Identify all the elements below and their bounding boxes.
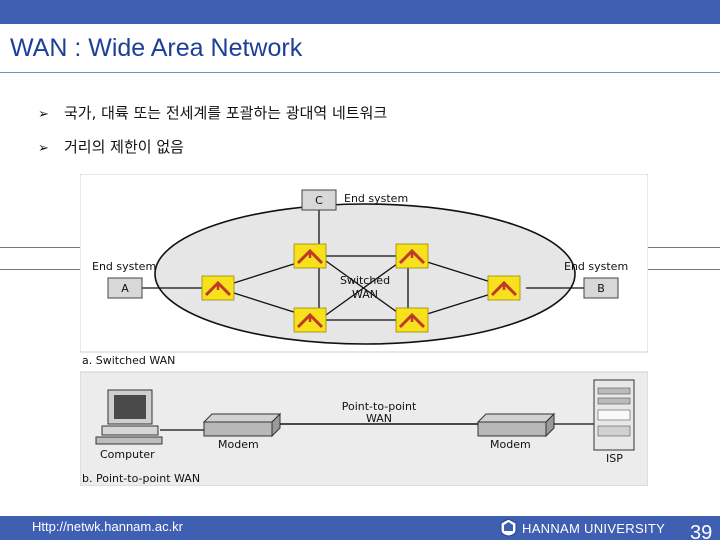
switched-caption: a. Switched WAN (82, 354, 175, 367)
bullet-item: ➢ 국가, 대륙 또는 전세계를 포괄하는 광대역 네트워크 (38, 102, 387, 123)
wan-diagram: C End system A End system B End system S… (79, 173, 649, 487)
bullet-arrow-icon: ➢ (38, 141, 49, 156)
footer-url: Http://netwk.hannam.ac.kr (32, 519, 184, 534)
page-number: 39 (690, 522, 713, 544)
switched-wan-label-1: Switched (340, 274, 390, 287)
isp-server-icon (593, 379, 635, 451)
wan-switch-icon (200, 274, 236, 302)
end-system-a (107, 277, 143, 299)
bullet-arrow-icon: ➢ (38, 107, 49, 122)
end-system-b (583, 277, 619, 299)
node-a-label: A (121, 282, 129, 295)
wan-switch-icon (394, 242, 430, 270)
bullet-item: ➢ 거리의 제한이 없음 (38, 136, 184, 157)
end-system-c (301, 189, 337, 211)
wan-figure: C End system A End system B End system S… (79, 173, 649, 487)
university-logo-icon (500, 518, 517, 537)
p2p-caption: b. Point-to-point WAN (82, 472, 200, 485)
slide-title: WAN : Wide Area Network (10, 34, 303, 62)
wan-switch-icon (292, 306, 328, 334)
modem-icon (476, 412, 556, 438)
title-divider (0, 72, 720, 73)
node-c-label: C (315, 194, 323, 207)
footer-bar (0, 516, 720, 540)
p2p-label-2: WAN (366, 412, 392, 425)
bullet-text: 거리의 제한이 없음 (64, 138, 184, 156)
p2p-panel (79, 371, 649, 487)
computer-label: Computer (100, 448, 155, 461)
wan-switch-icon (292, 242, 328, 270)
top-banner (0, 0, 720, 24)
wan-switch-icon (394, 306, 430, 334)
wan-ring (154, 203, 576, 345)
end-system-top-label: End system (344, 192, 408, 205)
end-system-right-label: End system (564, 260, 628, 273)
modem-right-label: Modem (490, 438, 531, 451)
switched-wan-label-2: WAN (352, 288, 378, 301)
computer-icon (95, 389, 163, 445)
isp-label: ISP (606, 452, 623, 465)
wan-switch-icon (486, 274, 522, 302)
modem-left-label: Modem (218, 438, 259, 451)
footer-university: HANNAM UNIVERSITY (522, 521, 666, 536)
bullet-text: 국가, 대륙 또는 전세계를 포괄하는 광대역 네트워크 (64, 104, 388, 122)
p2p-label-1: Point-to-point (342, 400, 417, 413)
modem-icon (202, 412, 282, 438)
node-b-label: B (597, 282, 605, 295)
end-system-left-label: End system (92, 260, 156, 273)
